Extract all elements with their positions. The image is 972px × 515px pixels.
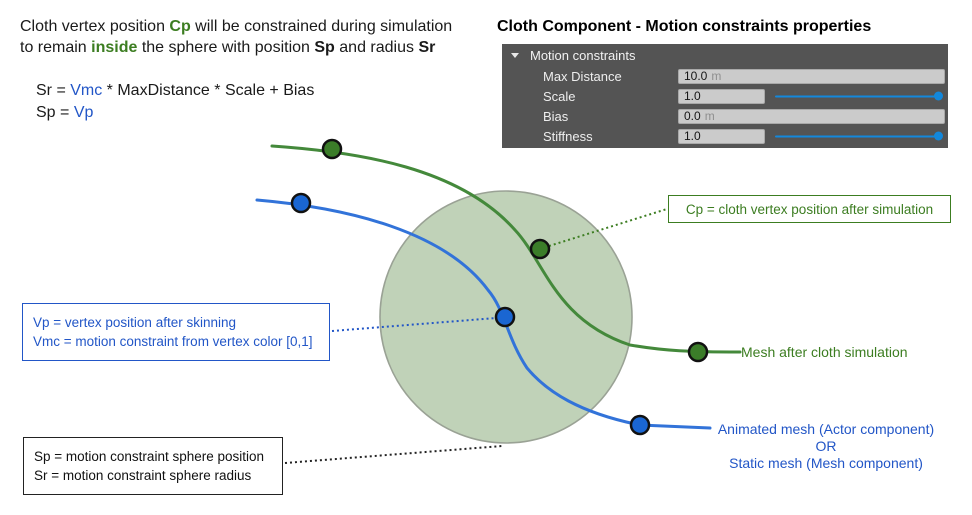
cloth-vertex-dot-end [687,341,709,363]
sp-callout-connector [284,445,503,464]
panel-title: Cloth Component - Motion constraints pro… [497,18,872,35]
cloth-mesh-label: Mesh after cloth simulation [741,344,908,360]
cloth-vertex-dot-cp [529,238,551,260]
intro-line-1: Cloth vertex position Cp will be constra… [20,18,453,35]
formula-sr: Sr = Vmc * MaxDistance * Scale + Bias [36,82,315,99]
cloth-vertex-dot-start [321,138,343,160]
cp-callout-connector [548,208,668,247]
bias-row: Bias 0.0 m [502,106,948,126]
stiffness-row: Stiffness 1.0 [502,126,948,146]
skinned-vertex-dot-vp [494,306,516,328]
scale-field[interactable]: 1.0 [678,88,765,104]
animated-mesh-label: Animated mesh (Actor component) OR Stati… [717,421,935,471]
stiffness-slider[interactable] [775,131,943,141]
formulas: Sr = Vmc * MaxDistance * Scale + Bias Sp… [36,80,314,124]
skinned-vertex-dot-end [629,414,651,436]
scale-label: Scale [543,88,576,104]
group-label: Motion constraints [530,47,636,63]
vmc-term: Vmc [70,82,103,99]
scale-slider-track[interactable] [775,95,938,97]
intro-line-2: to remain inside the sphere with positio… [20,39,436,56]
triangle-down-icon[interactable] [511,52,519,58]
bias-label: Bias [543,108,569,124]
scale-slider-handle[interactable] [934,91,943,101]
max-distance-label: Max Distance [543,68,622,84]
cp-term: Cp [169,18,191,35]
stiffness-label: Stiffness [543,128,593,144]
max-distance-row: Max Distance 10.0 m [502,66,948,86]
sp-callout-box: Sp = motion constraint sphere position S… [23,437,283,495]
max-distance-unit: m [711,69,722,83]
vp-term: Vp [73,104,94,121]
cloth-mesh-curve [270,144,742,354]
vp-callout-box: Vp = vertex position after skinning Vmc … [22,303,330,361]
scale-row: Scale 1.0 [502,86,948,106]
skinned-vertex-dot-start [290,192,312,214]
stiffness-slider-track[interactable] [775,135,938,137]
stiffness-slider-handle[interactable] [934,131,943,141]
max-distance-field[interactable]: 10.0 m [678,68,945,84]
stiffness-field[interactable]: 1.0 [678,128,765,144]
formula-sp: Sp = Vp [36,104,94,121]
sp-term: Sp [314,39,335,56]
bias-unit: m [704,109,715,123]
motion-constraints-panel: Motion constraints Max Distance 10.0 m S… [502,44,948,148]
intro-text: Cloth vertex position Cp will be constra… [20,16,452,58]
cp-callout-box: Cp = cloth vertex position after simulat… [668,195,951,223]
sr-term: Sr [418,39,436,56]
scale-slider[interactable] [775,91,943,101]
motion-constraints-group-header[interactable]: Motion constraints [502,44,948,66]
inside-term: inside [91,39,138,56]
bias-field[interactable]: 0.0 m [678,108,945,124]
